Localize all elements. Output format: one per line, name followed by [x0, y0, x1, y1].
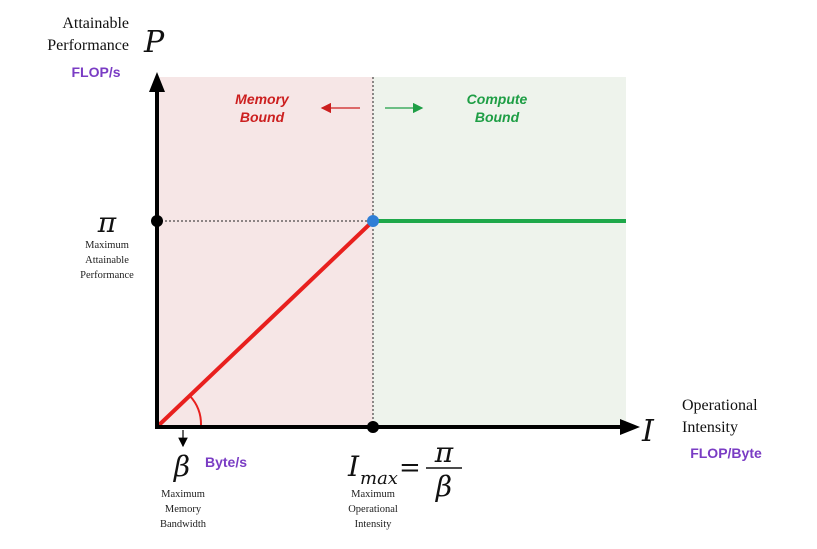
x-axis-unit: FLOP/Byte	[690, 445, 762, 461]
memory-bound-label-line1: Memory	[235, 91, 290, 107]
x-axis-symbol: I	[641, 414, 655, 449]
bandwidth-angle-arc	[189, 395, 203, 426]
imax-caption-line2: Operational	[348, 504, 398, 515]
pi-axis-point	[151, 215, 163, 227]
pi-caption-line2: Attainable	[85, 255, 129, 266]
memory-roof-line	[157, 219, 375, 427]
beta-caption-line2: Memory	[165, 504, 202, 515]
y-axis-title-line1: Attainable	[62, 15, 129, 32]
x-axis-title-line2: Intensity	[682, 419, 738, 436]
compute-bound-region	[373, 77, 626, 427]
imax-symbol: I	[347, 450, 360, 483]
y-axis-title-line2: Performance	[47, 37, 129, 54]
ridge-point	[367, 215, 379, 227]
x-axis-arrowhead	[620, 419, 640, 435]
compute-bound-label-line1: Compute	[467, 91, 528, 107]
memory-bound-label-line2: Bound	[240, 109, 285, 125]
imax-numerator: π	[434, 436, 454, 469]
imax-axis-point	[367, 421, 379, 433]
compute-bound-label-line2: Bound	[475, 109, 520, 125]
pi-symbol: π	[97, 206, 117, 239]
y-axis-unit: FLOP/s	[71, 64, 120, 80]
imax-caption-line1: Maximum	[351, 489, 395, 500]
imax-subscript: max	[360, 468, 398, 489]
y-axis-symbol: P	[143, 25, 165, 60]
memory-bound-region	[157, 77, 373, 427]
imax-equals: =	[399, 453, 421, 483]
pi-caption-line3: Performance	[80, 270, 134, 281]
beta-symbol: β	[173, 450, 190, 483]
imax-denominator: β	[435, 470, 452, 503]
imax-caption-line3: Intensity	[355, 519, 392, 530]
beta-caption-line1: Maximum	[161, 489, 205, 500]
y-axis-arrowhead	[149, 72, 165, 92]
x-axis-title-line1: Operational	[682, 397, 758, 414]
beta-unit: Byte/s	[205, 454, 247, 470]
beta-caption-line3: Bandwidth	[160, 519, 207, 530]
pi-caption-line1: Maximum	[85, 240, 129, 251]
